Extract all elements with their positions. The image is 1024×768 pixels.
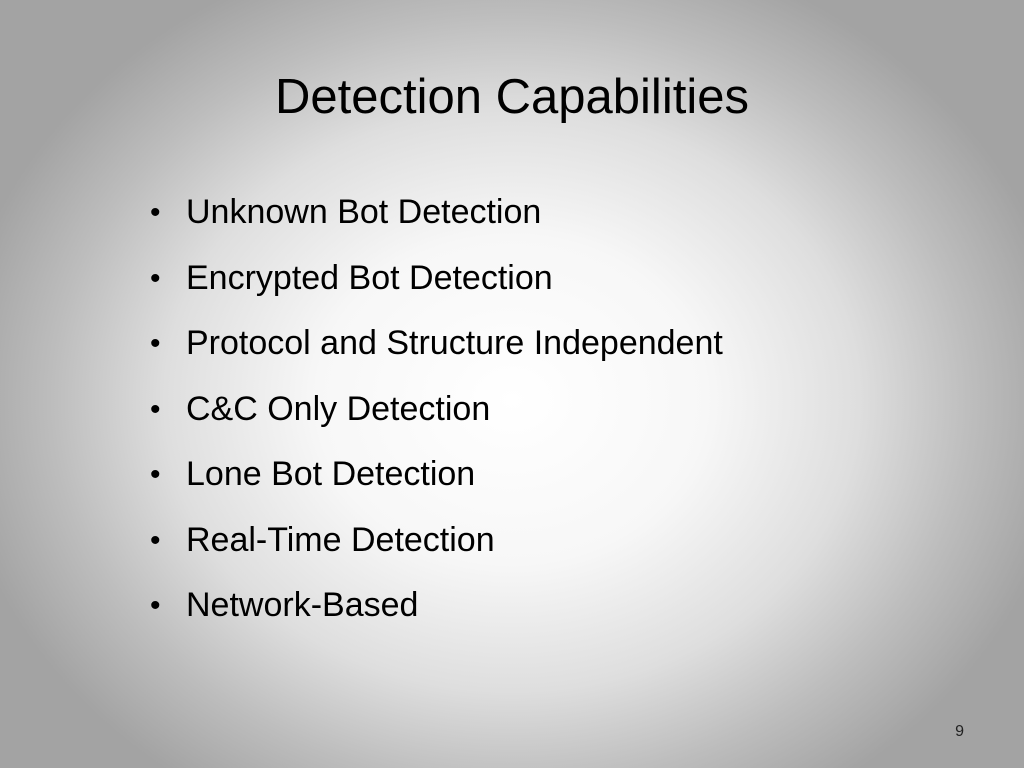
bullet-item: • Unknown Bot Detection [148,188,723,237]
bullet-icon: • [150,261,161,295]
bullet-icon: • [150,196,161,229]
bullet-icon: • [150,327,161,360]
bullet-item: • Real-Time Detection [148,516,723,565]
bullet-text: C&C Only Detection [186,389,491,428]
bullet-icon: • [150,392,161,426]
slide-number: 9 [955,723,964,740]
bullet-icon: • [150,589,161,622]
bullet-text: Lone Bot Detection [186,455,476,493]
bullet-item: • Network-Based [148,581,723,630]
bullet-text: Real-Time Detection [186,520,495,559]
bullet-text: Unknown Bot Detection [186,193,542,231]
bullet-item: • Protocol and Structure Independent [148,319,723,368]
bullet-text: Network-Based [186,586,419,624]
bullet-list: • Unknown Bot Detection • Encrypted Bot … [148,188,723,647]
slide-title: Detection Capabilities [275,70,749,124]
bullet-item: • Encrypted Bot Detection [148,254,723,303]
bullet-text: Protocol and Structure Independent [186,324,723,362]
bullet-icon: • [150,523,161,557]
bullet-item: • Lone Bot Detection [148,450,723,499]
bullet-icon: • [150,458,161,491]
bullet-text: Encrypted Bot Detection [186,258,553,297]
bullet-item: • C&C Only Detection [148,385,723,434]
